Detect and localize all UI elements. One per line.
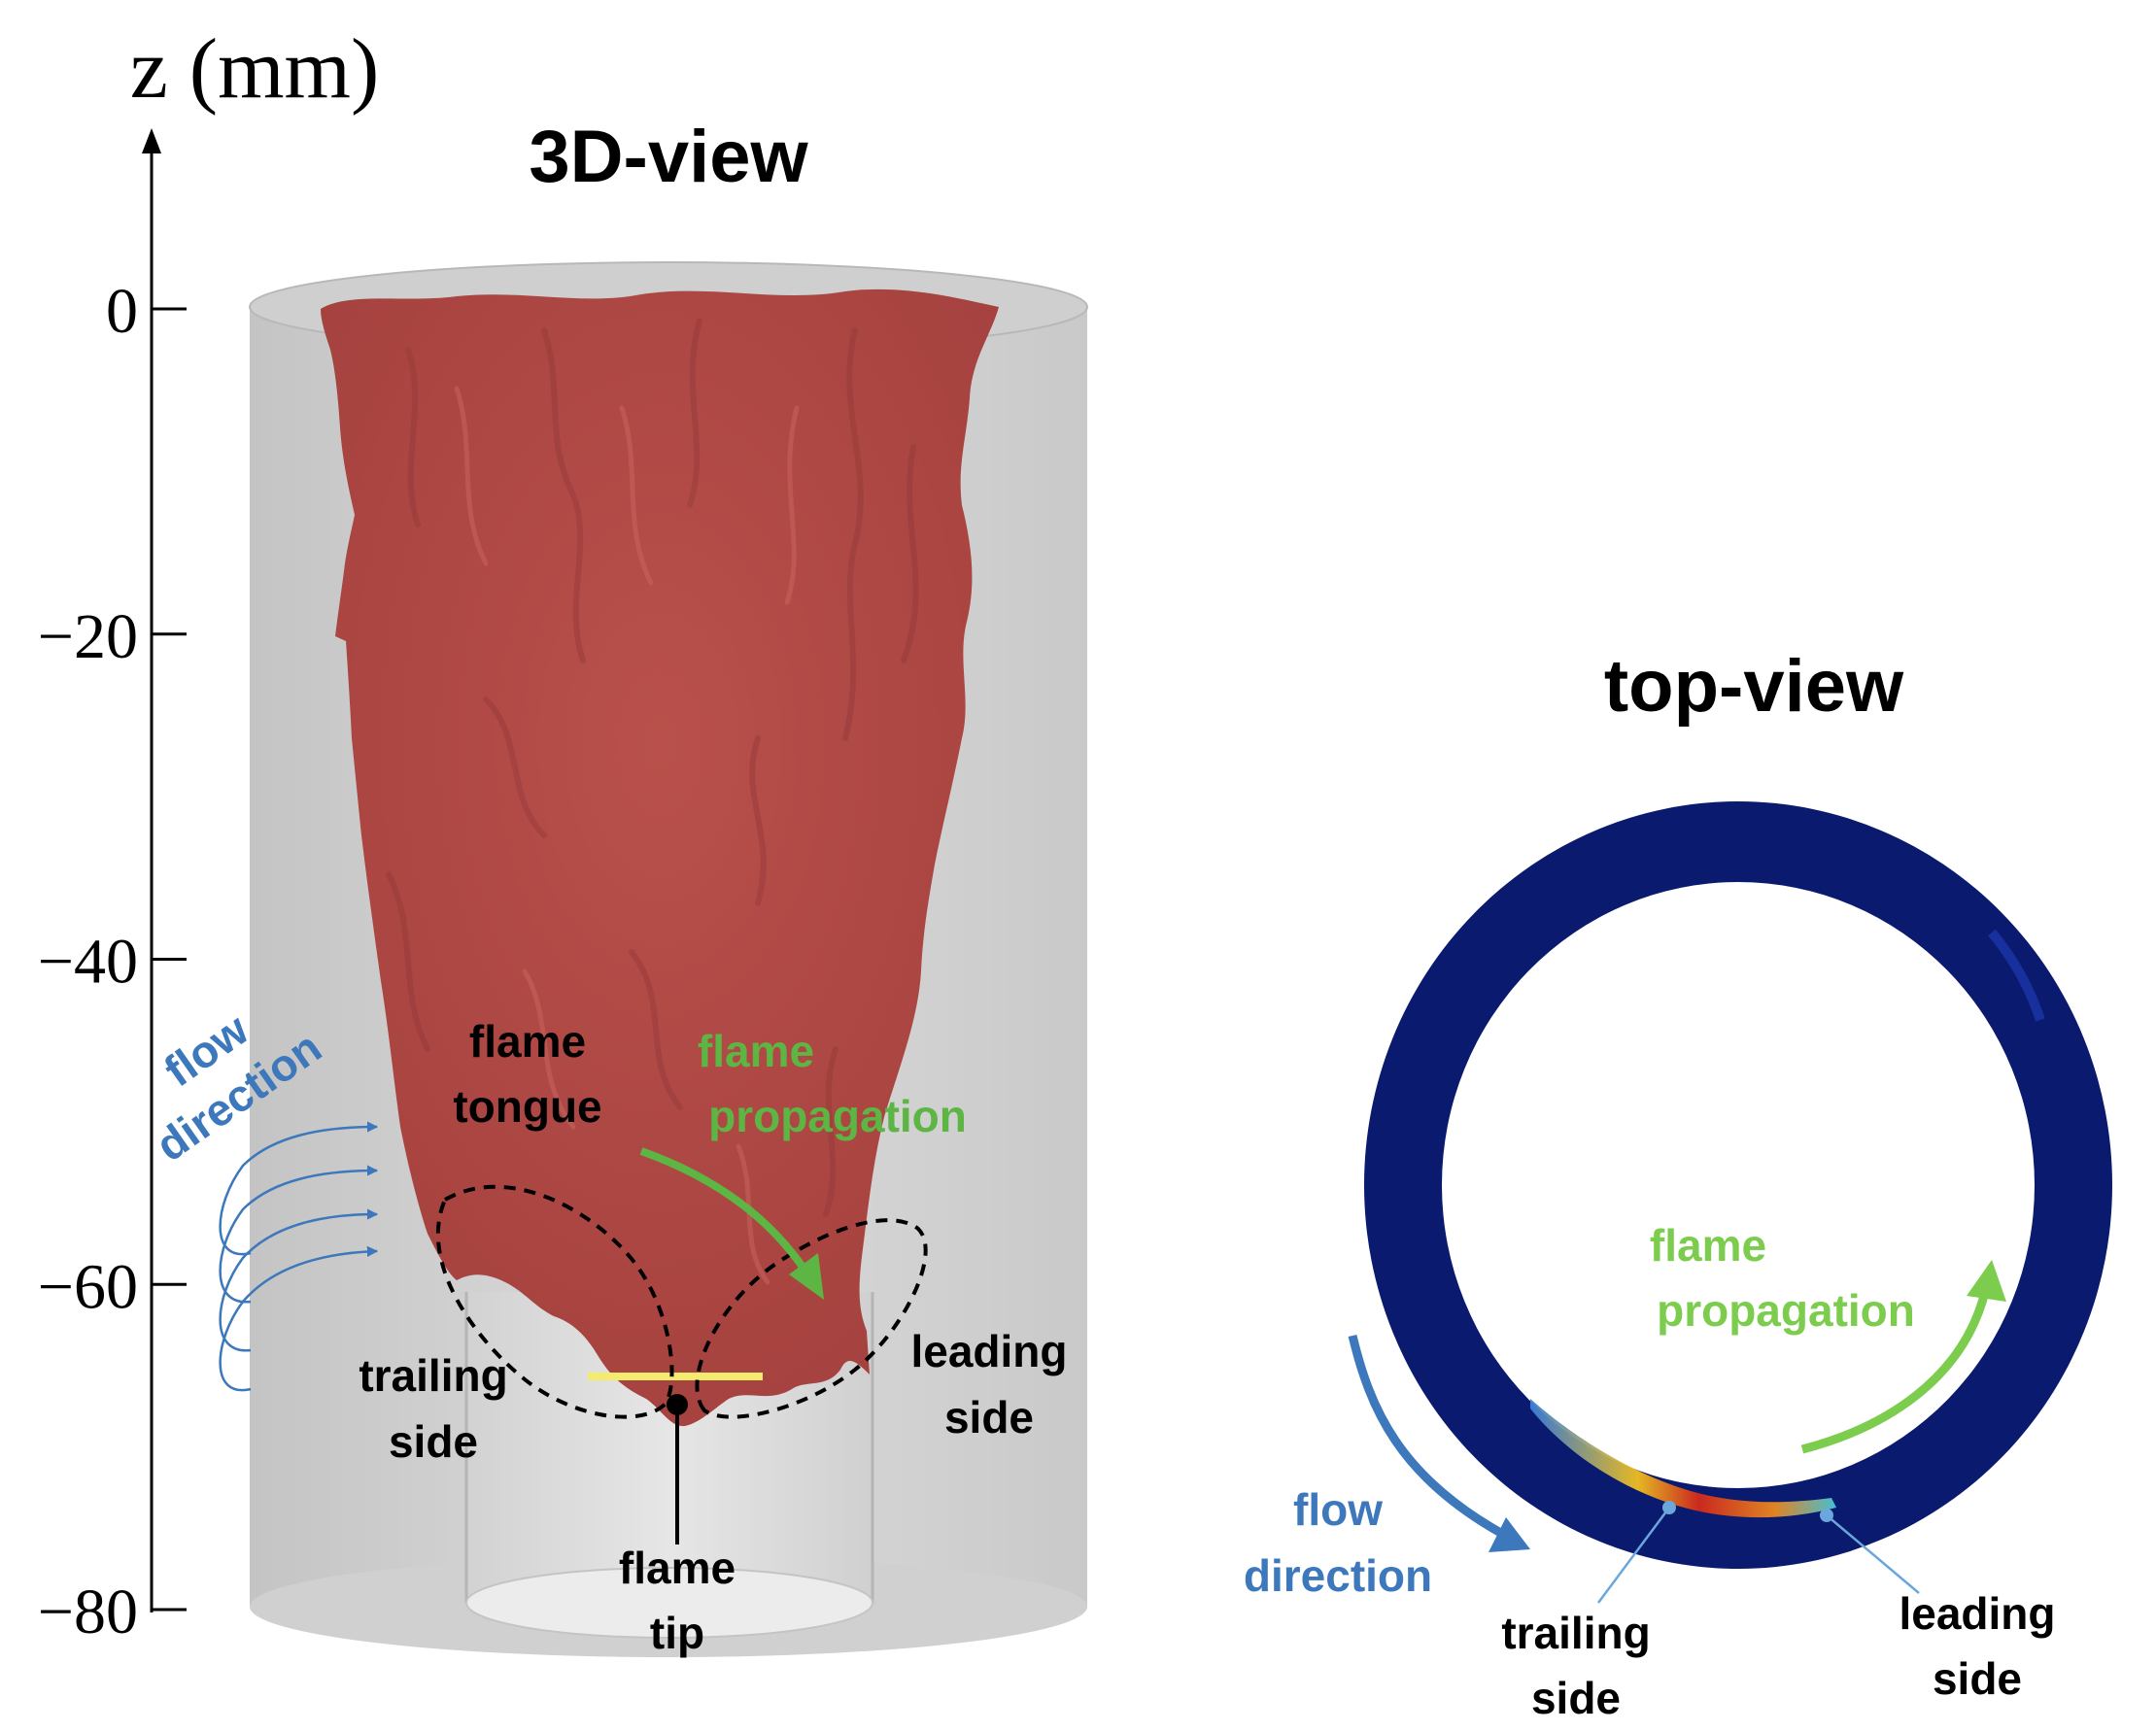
trailing-pointer-dot bbox=[1662, 1501, 1676, 1514]
trailing-label-top-line2: side bbox=[1531, 1673, 1621, 1723]
tip-label-line2: tip bbox=[650, 1608, 704, 1658]
panel-top-view: top-view flame propagation flow directio… bbox=[1244, 645, 2112, 1723]
flame-surface bbox=[321, 288, 999, 1427]
flow-arrowhead-icon bbox=[1489, 1517, 1530, 1552]
trailing-label-3d-line2: side bbox=[389, 1416, 478, 1467]
flame-texture bbox=[386, 318, 919, 1217]
panel-title-top-view: top-view bbox=[1604, 645, 1904, 728]
panel-title-3d-view: 3D-view bbox=[529, 116, 808, 198]
trailing-label-top-line1: trailing bbox=[1501, 1608, 1650, 1658]
lobe-outlines bbox=[435, 1184, 928, 1419]
tip-label-line1: flame bbox=[619, 1543, 736, 1593]
z-axis-tick-label: −20 bbox=[38, 601, 138, 672]
propagation-label-3d-line1: flame bbox=[698, 1026, 814, 1076]
trailing-pointer-line bbox=[1596, 1507, 1671, 1604]
flame-highlights bbox=[454, 386, 800, 1285]
propagation-arrowhead-top-icon bbox=[1967, 1260, 2006, 1302]
leading-label-top-line2: side bbox=[1933, 1653, 2022, 1704]
flow-label-top-line2: direction bbox=[1244, 1550, 1432, 1601]
propagation-arrow-3d bbox=[639, 1147, 810, 1275]
panel-3d-view: 3D-view bbox=[147, 116, 1088, 1658]
z-axis-tick-label: −80 bbox=[38, 1577, 138, 1647]
reaction-zone bbox=[1530, 1399, 1836, 1518]
propagation-label-top-line2: propagation bbox=[1657, 1285, 1915, 1336]
z-axis: z (mm) 0 −20 −40 −60 −80 bbox=[38, 22, 380, 1647]
z-axis-tick-label: 0 bbox=[106, 276, 138, 347]
flow-label-top-line1: flow bbox=[1293, 1484, 1383, 1535]
leading-pointer-dot bbox=[1820, 1509, 1833, 1522]
tongue-label-line1: flame bbox=[469, 1016, 586, 1067]
annulus-ring bbox=[1364, 801, 2112, 1569]
axis-arrow-icon bbox=[142, 128, 161, 153]
leading-label-top-line1: leading bbox=[1899, 1588, 2055, 1639]
flow-direction-arrows-3d bbox=[219, 1121, 379, 1392]
z-axis-ticks: 0 −20 −40 −60 −80 bbox=[38, 276, 187, 1647]
flow-direction-arrow-top bbox=[1348, 1334, 1507, 1539]
propagation-arrow-top bbox=[1800, 1290, 1990, 1454]
flame-tip-dot bbox=[667, 1394, 688, 1415]
propagation-label-3d-line2: propagation bbox=[708, 1091, 967, 1141]
z-axis-label: z (mm) bbox=[130, 22, 380, 117]
annulus-highlight bbox=[1988, 929, 2045, 1022]
leading-label-3d-line2: side bbox=[944, 1392, 1034, 1442]
tongue-label-line2: tongue bbox=[453, 1081, 601, 1132]
z-axis-tick-label: −40 bbox=[38, 927, 138, 998]
trailing-label-3d-line1: trailing bbox=[359, 1350, 507, 1401]
propagation-arrowhead-icon bbox=[789, 1253, 824, 1300]
propagation-label-top-line1: flame bbox=[1650, 1220, 1766, 1271]
z-axis-tick-label: −60 bbox=[38, 1251, 138, 1322]
leading-label-3d-line1: leading bbox=[910, 1326, 1067, 1376]
leading-pointer-line bbox=[1826, 1514, 1920, 1594]
